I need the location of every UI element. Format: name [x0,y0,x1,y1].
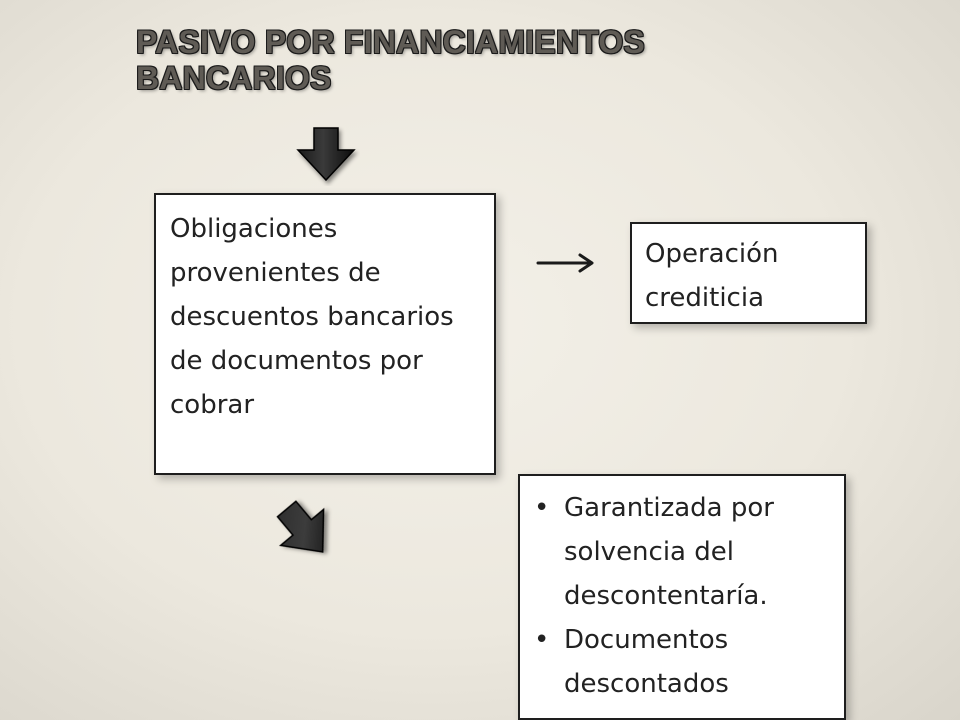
operacion-crediticia-text: Operación crediticia [645,239,779,313]
down-arrow-icon [296,127,356,182]
bullets-box: Garantizada por solvencia del descontent… [518,474,846,720]
main-concept-text: Obligaciones provenientes de descuentos … [170,214,454,420]
bullet-item-documentos: Documentos descontados [534,618,834,706]
slide-title: PASIVO POR FINANCIAMIENTOS BANCARIOS [136,24,696,96]
bullet-list: Garantizada por solvencia del descontent… [534,486,834,706]
main-concept-box: Obligaciones provenientes de descuentos … [154,193,496,475]
right-arrow-icon [536,253,594,273]
title-line-2: BANCARIOS [136,60,332,96]
operacion-crediticia-box: Operación crediticia [630,222,867,324]
down-right-arrow-icon [276,500,325,553]
bullet-item-garantizada: Garantizada por solvencia del descontent… [534,486,834,618]
title-line-1: PASIVO POR FINANCIAMIENTOS [136,24,645,60]
